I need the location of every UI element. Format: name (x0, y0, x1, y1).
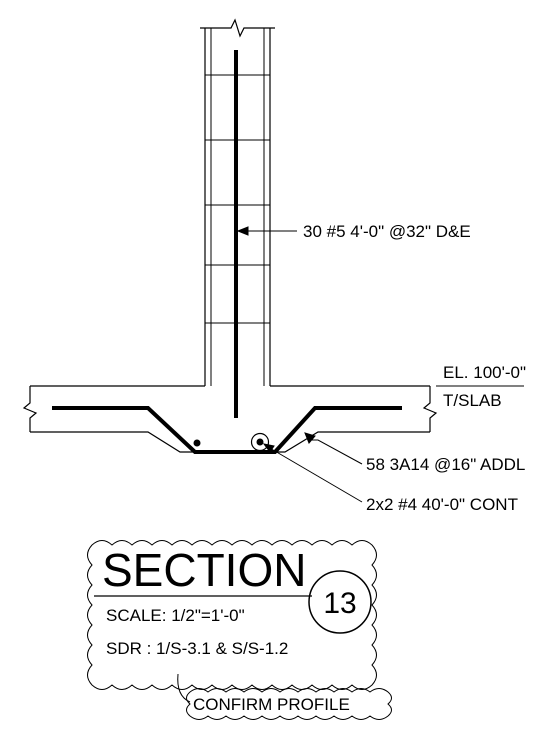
sdr-reference: SDR : 1/S-3.1 & S/S-1.2 (106, 639, 288, 658)
slab-bent-bar (52, 406, 402, 454)
leader-cont-bars-arrow (262, 443, 275, 453)
leader-addl-bars-arrow (304, 432, 316, 444)
title-revision-cloud (87, 540, 377, 690)
cont-bar-left (193, 439, 201, 447)
callout-addl-bars: 58 3A14 @16" ADDL (366, 455, 525, 474)
callout-vertical-bars: 30 #5 4'-0" @32" D&E (303, 222, 471, 241)
detail-number-bubble (308, 570, 372, 634)
callout-cont-bars: 2x2 #4 40'-0" CONT (366, 495, 518, 514)
wall-break-line (200, 18, 275, 38)
confirm-profile-cloud (186, 688, 392, 720)
cont-bar-right (256, 438, 264, 446)
slab-bottom-profile (30, 431, 430, 453)
leader-vertical-bars-arrow (236, 226, 249, 236)
leader-cont-bars (267, 446, 363, 503)
callout-slab-ref: T/SLAB (443, 391, 502, 410)
wall (200, 18, 275, 418)
section-title: SECTION (102, 544, 306, 596)
slab-break-left (22, 386, 38, 432)
detail-number: 13 (323, 587, 356, 620)
leaders (236, 226, 524, 503)
scale-text: SCALE: 1/2"=1'-0" (106, 606, 245, 625)
cont-bar-right-ring (250, 432, 270, 452)
callout-elevation: EL. 100'-0" (443, 363, 526, 382)
leader-addl-bars (312, 439, 363, 465)
confirm-profile-note: CONFIRM PROFILE (193, 695, 350, 714)
slab-break-right (422, 386, 438, 432)
slab (22, 385, 438, 453)
